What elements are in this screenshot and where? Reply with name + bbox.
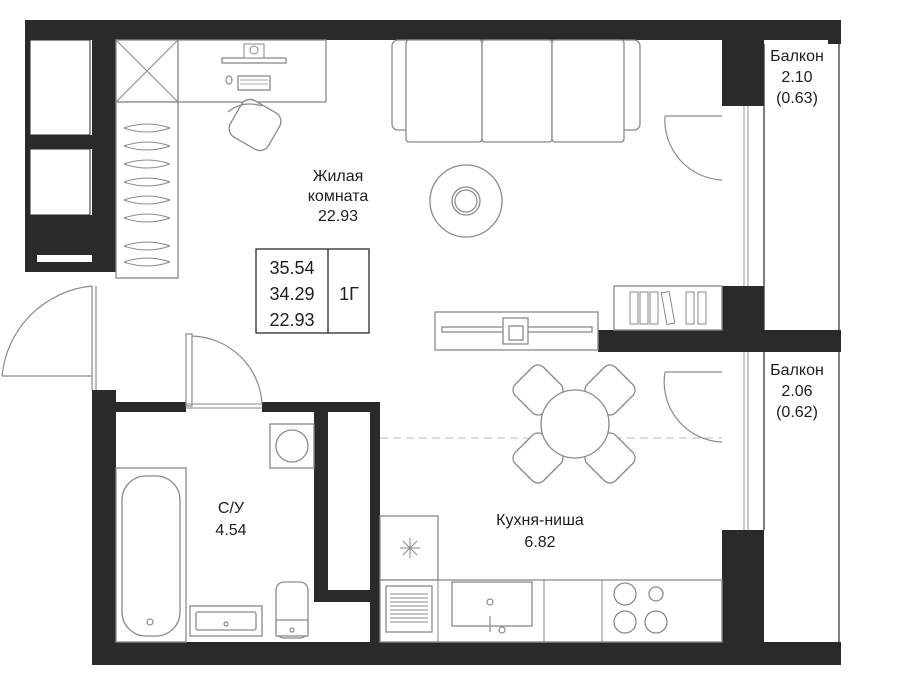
area-without-balcony: 34.29: [269, 284, 314, 304]
apartment-type: 1Г: [339, 284, 359, 304]
balcony-railings: [763, 44, 840, 644]
washing-machine: [269, 423, 315, 469]
dishwasher: [385, 585, 433, 633]
balcony-bottom-area: 2.06: [781, 383, 812, 400]
total-area: 35.54: [269, 258, 314, 278]
balcony-top-area: 2.10: [781, 69, 812, 86]
stove: [613, 582, 668, 634]
bathroom-area: 4.54: [215, 522, 246, 539]
desk-chair: [227, 98, 282, 152]
doors: [1, 115, 723, 443]
balcony-bottom-name: Балкон: [770, 362, 824, 379]
wardrobe: [115, 39, 179, 279]
bookshelf: [613, 285, 723, 331]
kitchen-area: 6.82: [524, 534, 555, 551]
balcony-top-name: Балкон: [770, 48, 824, 65]
bathroom-name: С/У: [218, 500, 245, 517]
round-rug: [429, 164, 503, 238]
kitchen-counter: [379, 515, 723, 643]
balcony-top-area-coef: (0.63): [776, 90, 818, 107]
bathtub: [115, 467, 187, 643]
toilet: [275, 581, 309, 639]
dining-table: [512, 364, 636, 484]
living-room-name-line1: Жилая: [313, 168, 364, 185]
balcony-bottom-area-coef: (0.62): [776, 404, 818, 421]
bathroom-sink: [189, 605, 263, 637]
kitchen-name: Кухня-ниша: [496, 512, 584, 529]
area-summary-box: [255, 248, 370, 334]
living-room-name-line2: комната: [308, 188, 369, 205]
windows: [29, 39, 749, 530]
living-area: 22.93: [269, 310, 314, 330]
kitchen-sink: [451, 581, 533, 634]
tv-unit: [434, 311, 599, 351]
desk: [177, 39, 327, 103]
living-room-area: 22.93: [318, 208, 358, 225]
walls: [25, 20, 841, 665]
sofa: [391, 39, 641, 143]
